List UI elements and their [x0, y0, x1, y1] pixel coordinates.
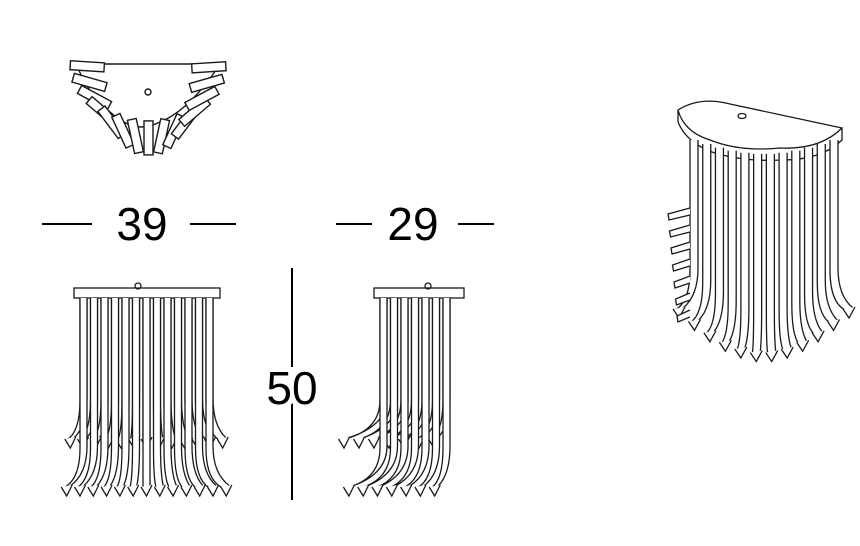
- crystal-tip: [734, 346, 748, 360]
- side-fan-crystal: [671, 258, 691, 272]
- crystal-rod: [62, 298, 88, 489]
- top-view: [69, 59, 227, 156]
- side-view-plate: [373, 287, 465, 299]
- crystal-tip: [687, 319, 702, 332]
- crystal-tip: [60, 484, 73, 498]
- crystal-tip: [780, 346, 794, 360]
- height-label: 50: [266, 362, 317, 414]
- crystal-rod: [142, 298, 151, 489]
- crystal-tip: [180, 484, 193, 498]
- crystal-tip: [216, 436, 229, 450]
- front-view-hook: [134, 282, 142, 290]
- crystal-tip: [87, 484, 100, 498]
- crystal-tip: [167, 484, 180, 498]
- crystal-tip: [414, 484, 427, 498]
- side-fan-crystal: [674, 292, 691, 306]
- top-view-crystal-fringe: [69, 59, 227, 156]
- crystal-tip: [337, 436, 351, 450]
- perspective-crystal-rods: [667, 140, 856, 363]
- fringe-crystal: [143, 120, 154, 156]
- crystal-tip: [113, 484, 126, 498]
- fringe-crystal: [190, 60, 227, 74]
- crystal-rod: [778, 152, 793, 351]
- crystal-tip: [842, 306, 856, 320]
- crystal-rod: [128, 298, 141, 489]
- crystal-tip: [206, 484, 220, 498]
- perspective-view: [667, 100, 856, 363]
- crystal-tip: [796, 339, 810, 353]
- fringe-crystal: [110, 112, 136, 149]
- crystal-tip: [193, 484, 206, 498]
- perspective-plate-top: [677, 100, 844, 150]
- crystal-rod: [829, 140, 855, 311]
- fringe-crystal: [69, 59, 106, 73]
- side-fan-crystal: [668, 224, 691, 238]
- fringe-crystal: [71, 72, 108, 93]
- crystal-tip: [357, 484, 370, 498]
- crystal-tip: [73, 484, 87, 498]
- side-fan-crystal: [670, 241, 691, 255]
- crystal-tip: [400, 484, 413, 498]
- crystal-tip: [153, 484, 166, 498]
- fringe-crystal: [126, 117, 145, 155]
- crystal-tip: [703, 330, 717, 344]
- crystal-tip: [127, 484, 140, 498]
- crystal-rod: [765, 153, 777, 355]
- crystal-tip: [718, 339, 732, 353]
- width-dimension: 39: [42, 198, 236, 250]
- crystal-tip: [749, 350, 763, 363]
- front-view: [60, 282, 233, 498]
- front-view-plate: [73, 287, 221, 299]
- crystal-rod: [205, 298, 232, 489]
- side-view-crystal-rods: [337, 298, 451, 498]
- crystal-tip: [64, 436, 77, 450]
- crystal-tip: [811, 330, 825, 344]
- crystal-tip: [371, 484, 384, 498]
- crystal-tip: [352, 436, 366, 450]
- crystal-tip: [220, 484, 233, 498]
- crystal-tip: [342, 484, 355, 498]
- crystal-rod: [345, 298, 388, 489]
- width-label: 39: [116, 198, 167, 250]
- front-view-crystal-rods: [60, 298, 233, 498]
- perspective-mount-hole: [737, 112, 747, 120]
- crystal-tip: [367, 436, 381, 450]
- top-view-mount-hole: [144, 88, 152, 96]
- side-view-hook: [424, 282, 432, 290]
- crystal-tip: [827, 319, 841, 332]
- crystal-tip: [385, 484, 398, 498]
- depth-label: 29: [387, 198, 438, 250]
- side-fan-crystal: [667, 207, 691, 221]
- side-fan-crystal: [676, 309, 691, 323]
- crystal-rod: [751, 153, 763, 355]
- crystal-tip: [428, 484, 441, 498]
- height-dimension: 50: [261, 268, 323, 500]
- crystal-rod: [152, 298, 165, 489]
- depth-dimension: 29: [336, 198, 494, 250]
- side-fan-crystal: [673, 275, 691, 289]
- crystal-tip: [765, 350, 779, 363]
- fringe-crystal: [183, 85, 221, 112]
- crystal-tip: [140, 484, 153, 498]
- side-view: [337, 282, 465, 498]
- crystal-rod: [735, 152, 750, 352]
- crystal-tip: [100, 484, 113, 498]
- fringe-crystal: [188, 73, 226, 94]
